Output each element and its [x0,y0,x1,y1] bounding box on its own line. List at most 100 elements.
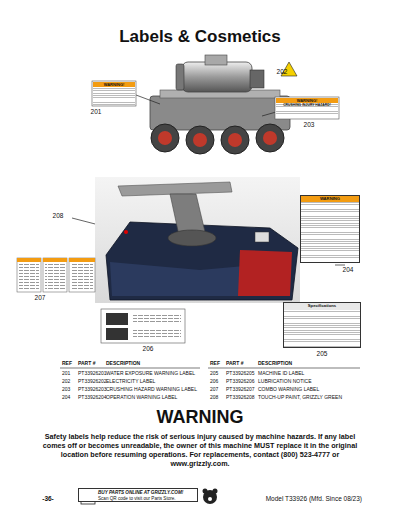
middle-photo [95,177,300,303]
footer-icon [208,497,212,501]
table-cell: 206 [210,379,218,384]
label-heading: WARNING [301,196,359,202]
callout-number: 203 [304,122,315,129]
callout-number: 204 [343,267,354,274]
table-header: DESCRIPTION [106,361,140,366]
table-header: DESCRIPTION [258,361,292,366]
warning-sticker: WARNING! [93,82,135,105]
top-machine [176,64,184,90]
table-cell: PT33926203 [78,387,107,392]
sticker-outline [106,313,128,325]
table-cell: 201 [62,371,70,376]
leader-line [335,265,345,266]
table-cell: COMBO WARNING LABEL [258,387,319,392]
table-cell: PT33926205 [226,371,255,376]
label-heading: WARNING! [276,98,338,103]
table-cell: OPERATION WARNING LABEL [106,395,177,400]
table-cell: PT33926204 [78,395,107,400]
sticker-outline [106,328,128,340]
page-title: Labels & Cosmetics [119,28,281,46]
sticker-outline [45,264,65,290]
middle-photo [124,230,128,234]
sticker-outline [17,258,41,262]
table-cell: 208 [210,395,218,400]
label-body: Scan QR code to visit our Parts Store. [98,496,195,501]
callout-number: 202 [277,69,288,76]
roller-wheel [186,126,214,154]
callout-number: 206 [143,346,154,353]
table-cell: LUBRICATION NOTICE [258,379,312,384]
model-name: Model T33926 (Mfd. Since 08/23) [266,496,362,503]
id-label: Specifications [283,302,361,348]
middle-photo [95,177,300,303]
table-cell: 207 [210,387,218,392]
table-cell: TOUCH-UP PAINT, GRIZZLY GREEN [258,395,342,400]
top-machine [182,62,252,92]
roller-wheel [228,133,242,147]
table-rule [60,368,360,369]
table-header: PART # [226,361,243,366]
table-header: REF [210,361,220,366]
sticker-outline [71,264,93,290]
table-cell: PT33926207 [226,387,255,392]
label-heading: Specifications [284,303,360,310]
middle-photo [168,230,216,246]
table-cell: CRUSHING HAZARD WARNING LABEL [106,387,197,392]
sticker-outline [69,258,95,262]
sticker-outline [43,258,67,262]
table-cell: PT33926208 [226,395,255,400]
middle-photo [238,250,292,296]
table-cell: PT33926201 [78,371,107,376]
roller-wheel [193,133,207,147]
label-body: CRUSHING INJURY HAZARD! [276,103,338,109]
table-cell: PT33926202 [78,379,107,384]
callout-number: 207 [35,295,46,302]
sticker-outline [92,81,339,119]
middle-photo [106,222,298,300]
table-rule [60,368,200,369]
top-machine [205,55,227,65]
leader-line [136,95,160,104]
callout-number: 208 [53,213,64,220]
roller-wheel [263,131,277,145]
table-header: REF [62,361,72,366]
table-cell: ELECTRICITY LABEL [106,379,155,384]
warning-notice: WARNINGSafety labels help reduce the ris… [40,408,360,468]
footer-icon [213,489,218,494]
warning-sticker: WARNING!CRUSHING INJURY HAZARD! [276,98,338,118]
table-cell: WATER EXPOSURE WARNING LABEL [106,371,195,376]
sticker-outline [43,258,67,292]
roller-wheel [158,131,172,145]
table-header: PART # [78,361,95,366]
callout-number: 201 [91,109,102,116]
table-cell: PT33926206 [226,379,255,384]
sticker-outline [69,258,95,292]
page-number: -36- [42,496,54,503]
roller-wheel [151,124,284,154]
roller-wheel [256,124,284,152]
sticker-outline [133,329,181,339]
table-cell: MACHINE ID LABEL [258,371,304,376]
table-cell: 205 [210,371,218,376]
sticker-outline [101,309,185,343]
sticker-outline [275,97,339,119]
table-cell: 204 [62,395,70,400]
sticker-outline [92,81,136,106]
roller-wheel [221,126,249,154]
warning-sticker: WARNING [300,195,360,263]
footer-icon [203,489,208,494]
table-cell: 203 [62,387,70,392]
callout-number: 205 [317,351,328,358]
label-heading: WARNING [40,408,360,432]
label-heading: WARNING! [93,82,135,87]
roller-wheel [151,124,179,152]
parts-box: BUY PARTS ONLINE AT GRIZZLY.COM!Scan QR … [78,488,198,502]
sticker-outline [17,258,185,343]
table-cell: 202 [62,379,70,384]
sticker-outline [17,258,41,292]
sticker-outline [19,264,39,290]
sticker-outline [133,314,181,324]
middle-photo [255,232,269,242]
leader-line [262,112,276,116]
